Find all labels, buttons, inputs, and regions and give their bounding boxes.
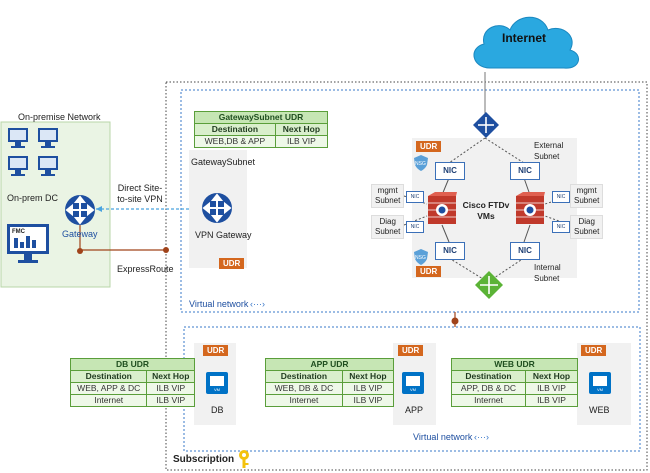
nsg-label: NSG bbox=[415, 255, 426, 261]
web-udr-col-destination: Destination bbox=[451, 370, 526, 383]
gateway-label: Gateway bbox=[62, 229, 98, 239]
app-udr-col-destination: Destination bbox=[265, 370, 343, 383]
db-udr-col-destination: Destination bbox=[69, 370, 148, 383]
ftdv-vms-label: Cisco FTDv VMs bbox=[462, 200, 510, 221]
ftd-internal-udr-badge: UDR bbox=[416, 266, 442, 277]
app-vm-label: APP bbox=[405, 405, 424, 415]
web-udr-badge: UDR bbox=[581, 345, 607, 356]
web-vm-icon: VM bbox=[589, 372, 611, 394]
nic-external-2: NIC bbox=[510, 162, 540, 180]
internal-subnet-label: Internal Subnet bbox=[534, 263, 561, 283]
nsg-shield-icon bbox=[414, 249, 428, 265]
nsg-shield-icon bbox=[414, 155, 428, 171]
app-udr-badge: UDR bbox=[398, 345, 424, 356]
gateway-udr-badge: UDR bbox=[219, 258, 245, 269]
gateway-udr-col-destination: Destination bbox=[194, 123, 276, 136]
vpn-label: Direct Site- to-site VPN bbox=[117, 183, 163, 204]
external-subnet-label: External Subnet bbox=[534, 141, 564, 161]
db-udr-title: DB UDR bbox=[70, 358, 195, 371]
db-udr-cell: ILB VIP bbox=[146, 382, 195, 395]
web-udr-cell: ILB VIP bbox=[524, 394, 579, 407]
db-udr-col-nexthop: Next Hop bbox=[146, 370, 195, 383]
app-udr-col-nexthop: Next Hop bbox=[341, 370, 395, 383]
mgmt-subnet-right: mgmt Subnet bbox=[570, 184, 604, 208]
db-vm-label: DB bbox=[211, 405, 224, 415]
ftdv-firewall-icon bbox=[428, 192, 457, 224]
gateway-udr-cell: ILB VIP bbox=[274, 135, 329, 148]
gateway-udr-title: GatewaySubnet UDR bbox=[194, 111, 328, 124]
mini-nic: NIC bbox=[552, 221, 570, 233]
gateway-udr-col-nexthop: Next Hop bbox=[274, 123, 329, 136]
fmc-label: FMC bbox=[12, 229, 25, 235]
db-udr-cell: WEB, APP & DC bbox=[69, 382, 148, 395]
diag-subnet-right: Diag Subnet bbox=[570, 215, 604, 239]
diag-subnet-left: Diag Subnet bbox=[371, 215, 405, 239]
subscription-label: Subscription bbox=[173, 454, 235, 465]
mini-nic: NIC bbox=[552, 191, 570, 203]
onprem-title: On-premise Network bbox=[18, 112, 101, 122]
internet-cloud-icon bbox=[473, 16, 579, 69]
db-vm-icon: VM bbox=[206, 372, 228, 394]
onprem-servers-icon bbox=[8, 128, 58, 176]
external-router-icon bbox=[473, 112, 499, 138]
ftdv-firewall-icon bbox=[516, 192, 545, 224]
app-udr-cell: ILB VIP bbox=[341, 382, 395, 395]
gateway-udr-cell: WEB,DB & APP bbox=[194, 135, 276, 148]
web-udr-cell: APP, DB & DC bbox=[451, 382, 526, 395]
gateway-router-icon bbox=[65, 195, 95, 225]
ftd-external-udr-badge: UDR bbox=[416, 141, 442, 152]
vpn-gateway-label: VPN Gateway bbox=[195, 230, 252, 240]
vnet-bottom-icon: ‹···› bbox=[474, 432, 489, 442]
expressroute-label: ExpressRoute bbox=[117, 264, 174, 274]
subscription-border bbox=[165, 81, 648, 471]
nic-internal-2: NIC bbox=[510, 242, 540, 260]
internet-label: Internet bbox=[501, 31, 546, 45]
web-udr-cell: ILB VIP bbox=[524, 382, 579, 395]
nic-external-1: NIC bbox=[435, 162, 465, 180]
db-udr-badge: UDR bbox=[203, 345, 229, 356]
vpn-gateway-icon bbox=[202, 193, 232, 223]
vnet-top-label: Virtual network bbox=[189, 299, 249, 309]
web-udr-col-nexthop: Next Hop bbox=[524, 370, 579, 383]
nsg-label: NSG bbox=[415, 161, 426, 167]
onprem-dc-label: On-prem DC bbox=[7, 193, 59, 203]
key-icon bbox=[239, 450, 249, 468]
app-udr-title: APP UDR bbox=[265, 358, 394, 371]
vnet-top-border bbox=[180, 89, 640, 313]
nic-internal-1: NIC bbox=[435, 242, 465, 260]
db-udr-cell: ILB VIP bbox=[146, 394, 195, 407]
app-udr-cell: Internet bbox=[265, 394, 343, 407]
mini-nic: NIC bbox=[406, 191, 424, 203]
internal-router-icon bbox=[475, 271, 503, 299]
app-udr-cell: ILB VIP bbox=[341, 394, 395, 407]
mgmt-subnet-left: mgmt Subnet bbox=[371, 184, 405, 208]
app-udr-cell: WEB, DB & DC bbox=[265, 382, 343, 395]
db-udr-cell: Internet bbox=[69, 394, 148, 407]
gateway-subnet-label: GatewaySubnet bbox=[191, 157, 256, 167]
mini-nic: NIC bbox=[406, 221, 424, 233]
web-udr-cell: Internet bbox=[451, 394, 526, 407]
fmc-icon bbox=[7, 224, 49, 263]
web-vm-label: WEB bbox=[589, 405, 610, 415]
app-vm-icon: VM bbox=[402, 372, 424, 394]
web-udr-title: WEB UDR bbox=[451, 358, 578, 371]
vnet-top-icon: ‹···› bbox=[250, 299, 265, 309]
vnet-bottom-label: Virtual network bbox=[413, 432, 473, 442]
